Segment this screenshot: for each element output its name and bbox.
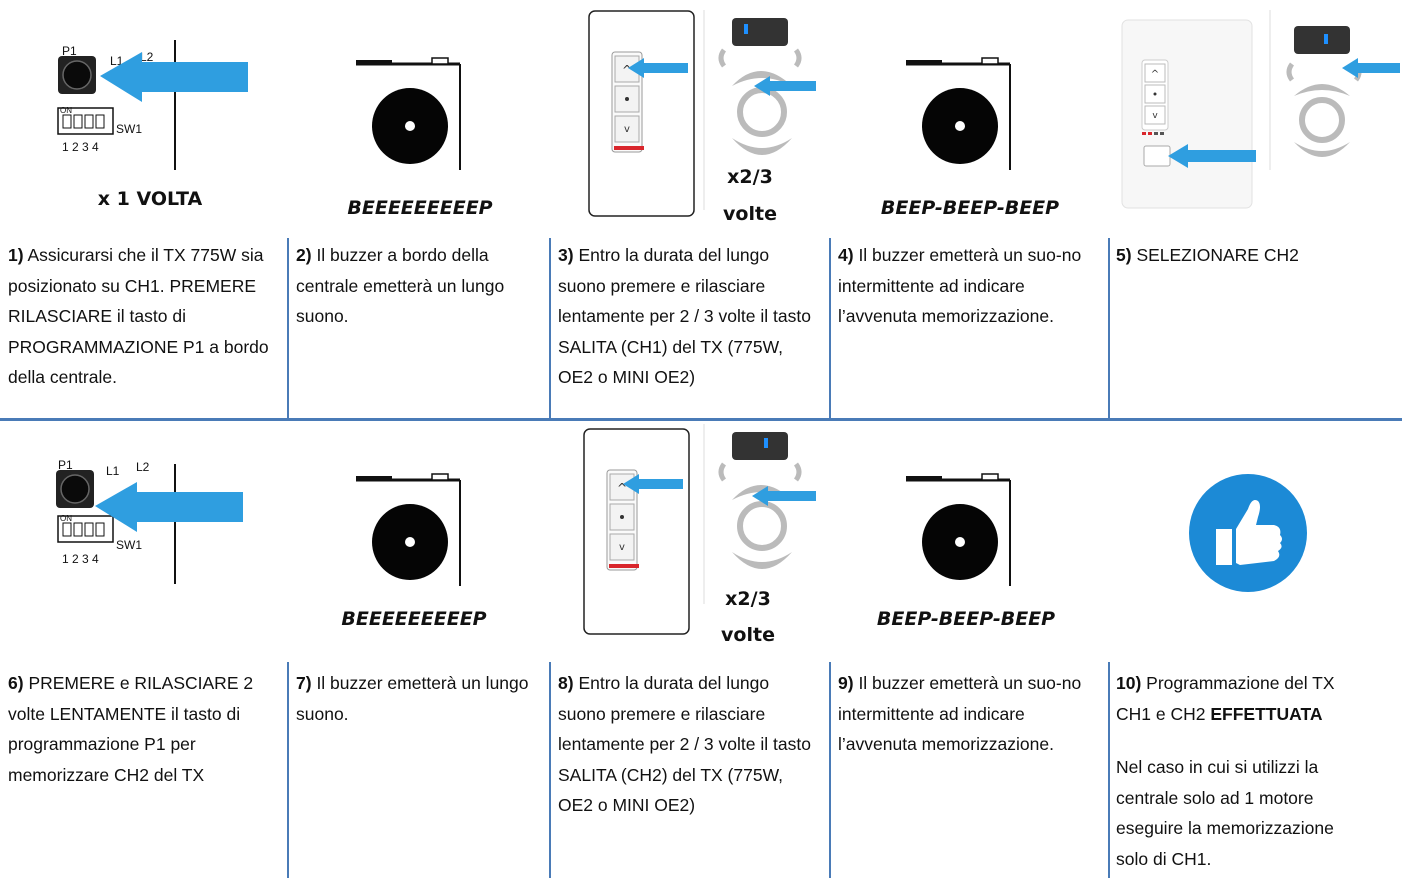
column-divider [549, 662, 551, 878]
remote-tx-illustration: ^ v [588, 10, 695, 217]
step-bold-text: EFFETTUATA [1210, 703, 1323, 724]
l1-label: L1 [106, 464, 120, 478]
caption-beep-triple: BEEP-BEEP-BEEP [880, 197, 1060, 219]
caption-volte: volte [723, 203, 777, 225]
column-divider [829, 238, 831, 418]
dip-numbers: 1 2 3 4 [62, 140, 99, 154]
p1-label: P1 [62, 44, 77, 58]
step-body: Il buzzer emetterà un suo-no intermitten… [838, 245, 1082, 326]
step-number: 9) [838, 673, 854, 693]
step-number: 7) [296, 673, 312, 693]
p1-label: P1 [58, 458, 73, 472]
dip-on-label: ON [60, 514, 72, 523]
arrow-icon [100, 52, 248, 102]
column-divider [287, 238, 289, 418]
dip-on-label: ON [60, 106, 72, 115]
row-divider [0, 418, 1402, 421]
step-number: 10) [1116, 673, 1142, 693]
caption-x1-volta: x 1 VOLTA [97, 188, 203, 210]
step-body: Il buzzer emetterà un suo-no intermitten… [838, 673, 1082, 754]
step-number: 1) [8, 245, 24, 265]
remote-oe2-illustration [703, 424, 802, 604]
caption-x2-3: x2/3 [725, 588, 771, 610]
column-divider [1108, 238, 1110, 418]
remote-oe2-illustration [1269, 10, 1362, 170]
step-body: Programmazione del TX CH1 e CH2 [1116, 673, 1335, 724]
buzzer-illustration [356, 57, 461, 170]
step-2-text: 2) Il buzzer a bordo della centrale emet… [296, 240, 544, 332]
step-number: 4) [838, 245, 854, 265]
step-number: 8) [558, 673, 574, 693]
svg-text:^: ^ [617, 481, 627, 495]
sw1-label: SW1 [116, 538, 143, 552]
caption-beep-long: BEEEEEEEEEP [347, 197, 493, 219]
l1-label: L1 [110, 54, 124, 68]
step-body: Il buzzer a bordo della centrale emetter… [296, 245, 505, 326]
column-divider [549, 238, 551, 418]
step-number: 2) [296, 245, 312, 265]
arrow-icon [752, 486, 816, 506]
step-3-text: 3) Entro la durata del lungo suono preme… [558, 240, 820, 393]
arrow-icon [1168, 144, 1256, 168]
step-5-text: 5) SELEZIONARE CH2 [1116, 240, 1396, 271]
step-body: Entro la durata del lungo suono premere … [558, 245, 811, 387]
arrow-icon [95, 482, 243, 532]
caption-beep-long: BEEEEEEEEEP [341, 608, 487, 630]
svg-text:^: ^ [622, 63, 632, 77]
step-4-text: 4) Il buzzer emetterà un suo-no intermit… [838, 240, 1100, 332]
step-body: Il buzzer emetterà un lungo suono. [296, 673, 529, 724]
step-number: 3) [558, 245, 574, 265]
svg-text:v: v [624, 124, 630, 135]
caption-volte: volte [721, 624, 775, 646]
step-body: Assicurarsi che il TX 775W sia posiziona… [8, 245, 269, 387]
l2-label: L2 [136, 460, 150, 474]
buzzer-illustration [906, 473, 1011, 586]
arrow-icon [754, 76, 816, 96]
step-7-text: 7) Il buzzer emetterà un lungo suono. [296, 668, 544, 729]
buzzer-illustration [356, 473, 461, 586]
l2-label: L2 [140, 50, 154, 64]
step-number: 6) [8, 673, 24, 693]
arrow-icon [1342, 58, 1400, 78]
buzzer-illustration [906, 57, 1011, 170]
remote-selector-illustration: ^ v [1121, 19, 1253, 209]
arrow-icon [628, 58, 688, 78]
step-9-text: 9) Il buzzer emetterà un suo-no intermit… [838, 668, 1100, 760]
step-number: 5) [1116, 245, 1132, 265]
board-illustration [56, 464, 176, 584]
remote-tx-illustration: ^ v [583, 428, 690, 635]
svg-text:v: v [619, 542, 625, 553]
column-divider [829, 662, 831, 878]
step-body: Entro la durata del lungo suono premere … [558, 673, 811, 815]
sw1-label: SW1 [116, 122, 143, 136]
arrow-icon [623, 474, 683, 494]
caption-x2-3: x2/3 [727, 166, 773, 188]
board-illustration [57, 40, 176, 170]
column-divider [1108, 662, 1110, 878]
thumbs-up-icon [1189, 474, 1307, 592]
remote-oe2-illustration [703, 10, 802, 210]
svg-text:^: ^ [1151, 69, 1159, 80]
step-1-text: 1) Assicurarsi che il TX 775W sia posizi… [8, 240, 282, 393]
step-10-note: Nel caso in cui si utilizzi la centrale … [1116, 757, 1334, 869]
step-8-text: 8) Entro la durata del lungo suono preme… [558, 668, 820, 821]
column-divider [287, 662, 289, 878]
step-6-text: 6) PREMERE e RILASCIARE 2 volte LENTAMEN… [8, 668, 282, 790]
step-body: PREMERE e RILASCIARE 2 volte LENTAMENTE … [8, 673, 254, 785]
dip-numbers: 1 2 3 4 [62, 552, 99, 566]
step-10-text: 10) Programmazione del TX CH1 e CH2 EFFE… [1116, 668, 1356, 729]
caption-beep-triple: BEEP-BEEP-BEEP [876, 608, 1056, 630]
step-body: SELEZIONARE CH2 [1136, 245, 1299, 265]
svg-text:v: v [1152, 111, 1158, 121]
